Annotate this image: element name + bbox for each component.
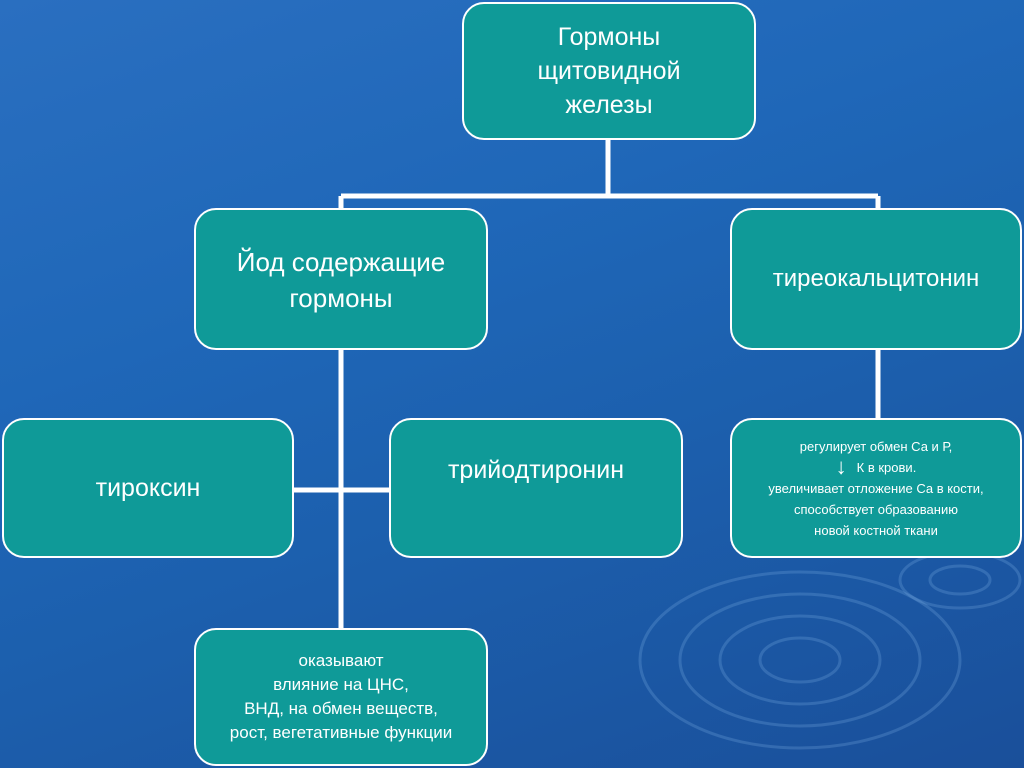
- thyroid-hormones-box: Гормоны щитовидной железы: [462, 2, 756, 140]
- iodine-hormones-label: Йод содержащие гормоны: [236, 247, 446, 313]
- triiodothyronine-label: трийодтиронин: [447, 456, 625, 484]
- calcitonin-effects-line4: способствует образованию: [794, 501, 958, 517]
- calcitonin-effects-box: регулирует обмен Са и Р, ↓ К в крови. ув…: [730, 418, 1022, 558]
- thyroxine-box: тироксин: [2, 418, 294, 558]
- iodine-effects-label: оказывают влияние на ЦНС, ВНД, на обмен …: [229, 651, 453, 742]
- iodine-hormones-box: Йод содержащие гормоны: [194, 208, 488, 350]
- calcitonin-effects-line3: увеличивает отложение Са в кости,: [768, 480, 984, 496]
- calcitonin-effects-line5: новой костной ткани: [814, 522, 938, 538]
- calcitonin-box: тиреокальцитонин: [730, 208, 1022, 350]
- thyroid-hormones-label: Гормоны щитовидной железы: [537, 23, 681, 119]
- thyroxine-label: тироксин: [95, 473, 201, 502]
- calcitonin-label: тиреокальцитонин: [772, 265, 980, 292]
- arrow-down-icon: ↓: [835, 454, 847, 479]
- iodine-effects-box: оказывают влияние на ЦНС, ВНД, на обмен …: [194, 628, 488, 766]
- calcitonin-effects-line1: регулирует обмен Са и Р,: [799, 438, 953, 454]
- triiodothyronine-box: трийодтиронин: [389, 418, 683, 558]
- calcitonin-effects-line2: К в крови.: [856, 459, 917, 475]
